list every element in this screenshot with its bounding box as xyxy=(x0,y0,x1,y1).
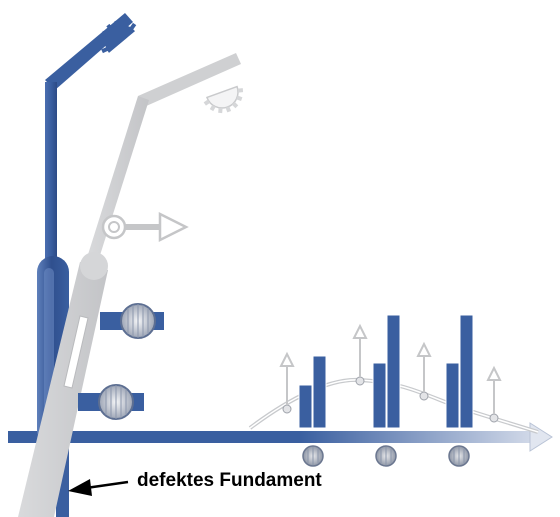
gear-icon xyxy=(100,19,137,54)
arrow-right-icon xyxy=(101,211,189,243)
arrow-left-icon xyxy=(68,479,129,496)
bar-group-1 xyxy=(298,355,327,429)
ground-arrowhead xyxy=(529,422,553,452)
up-arrows xyxy=(279,323,502,414)
bar-group-3 xyxy=(445,314,474,429)
gear-icon xyxy=(203,85,244,114)
wave-nodes xyxy=(282,376,499,423)
round-sensor-icon xyxy=(100,303,164,339)
round-sensor-icon xyxy=(78,384,144,420)
round-sensor-icon xyxy=(448,445,470,467)
bar-group-2 xyxy=(372,314,401,429)
tilted-lamp-pole xyxy=(18,53,241,517)
defective-foundation-label: defektes Fundament xyxy=(137,470,322,491)
ground-line xyxy=(8,431,538,443)
round-sensor-icon xyxy=(302,445,324,467)
round-sensor-icon xyxy=(375,445,397,467)
